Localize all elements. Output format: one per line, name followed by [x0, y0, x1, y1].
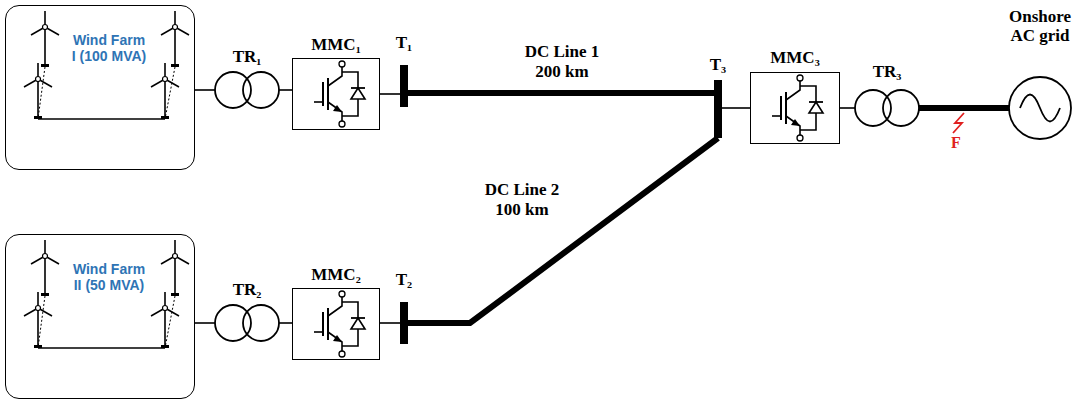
node-heading: MMC₃	[770, 48, 819, 68]
transformer: TR₃	[855, 90, 919, 126]
fault-symbol	[953, 113, 964, 133]
connection-wire	[195, 322, 215, 324]
converter-box: MMC₂	[292, 288, 380, 360]
connection-wire	[279, 89, 292, 91]
wind-farm-box: Wind Farm II (50 MVA)	[5, 234, 195, 399]
node-heading: T₁	[396, 33, 412, 53]
connection-wire	[722, 107, 750, 109]
converter-box: MMC₁	[292, 58, 380, 130]
connection-wire	[380, 322, 400, 324]
converter-box: MMC₃	[750, 72, 840, 144]
node-heading: MMC₁	[311, 35, 360, 55]
node-label: Wind Farm II (50 MVA)	[70, 261, 148, 293]
igbt-symbol	[314, 61, 365, 127]
transformer-symbol	[215, 72, 279, 108]
power-line	[408, 138, 718, 323]
power-line	[408, 90, 714, 96]
connection-wire	[380, 93, 400, 95]
node-heading: TR₃	[873, 62, 902, 82]
transformer-symbol	[215, 305, 279, 341]
dc-bus-bar: T₃	[714, 80, 722, 138]
connection-wire	[195, 89, 215, 91]
transformer: TR₁	[215, 72, 279, 108]
power-line	[919, 105, 1009, 111]
line-label: DC Line 2 100 km	[479, 180, 565, 219]
line-label: DC Line 1 200 km	[519, 42, 605, 81]
node-heading: TR₂	[233, 280, 262, 300]
dc-bus-bar: T₁	[400, 65, 408, 107]
fault-label: F	[951, 134, 961, 152]
transformer-symbol	[855, 90, 919, 126]
node-heading: T₂	[396, 270, 412, 290]
node-heading: MMC₂	[311, 265, 360, 285]
wind-turbines	[24, 11, 189, 119]
transformer: TR₂	[215, 305, 279, 341]
node-label: Wind Farm I (100 MVA)	[70, 32, 148, 64]
ac-source-symbol	[1009, 77, 1071, 139]
wind-turbines	[24, 240, 189, 348]
igbt-symbol	[772, 75, 823, 141]
node-heading: TR₁	[233, 47, 262, 67]
node-heading: Onshore AC grid	[1001, 7, 1079, 46]
igbt-symbol	[314, 291, 365, 357]
dc-bus-bar: T₂	[400, 302, 408, 344]
connection-wire	[840, 107, 855, 109]
wind-farm-box: Wind Farm I (100 MVA)	[5, 5, 195, 170]
ac-grid-source: Onshore AC grid	[1009, 77, 1071, 139]
connection-wire	[279, 322, 292, 324]
node-heading: T₃	[710, 55, 726, 75]
